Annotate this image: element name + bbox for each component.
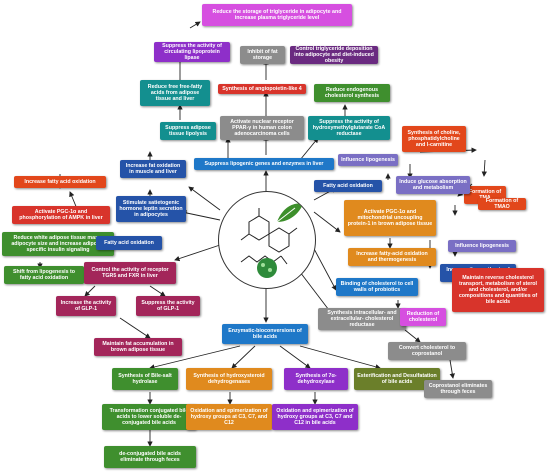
box-increase-fa-ox-left: Increase fatty acid oxidation [14,176,106,188]
box-reduce-ffa: Reduce free free-fatty acids from adipos… [140,80,210,106]
box-bile-salt-hydrolase: Synthesis of Bile-salt hydrolase [112,368,178,390]
box-reduce-storage: Reduce the storage of triglyceride in ad… [202,4,352,26]
box-reduction-cholesterol: Reduction of cholesterol [400,308,446,326]
box-shift-lipogenesis: Shift from lipogenesis to fatty acid oxi… [4,266,84,284]
box-increase-fa-ox-thermo: Increase fatty-acid oxidation and thermo… [348,248,436,266]
box-influence-lipogenesis-top: Influence lipogenesis [338,154,398,166]
box-enzymatic-bioconversions: Enzymatic-bioconversions of bile acids [222,324,308,344]
box-activate-pgc-ampk: Activate PGC-1α and phosphorylation of A… [12,206,110,224]
bacteria-icon [257,258,277,278]
box-increase-glp1: Increase the activity of GLP-1 [56,296,116,316]
box-dehydroxylase: Synthesis of 7α-dehydroxylase [284,368,348,390]
box-deconjugated-eliminate: de-conjugated bile acids eliminate throu… [104,446,196,468]
box-induce-glucose: Induce glucose absorption and metabolism [396,176,470,194]
box-suppress-adipose-lipolysis: Suppress adipose tissue lipolysis [160,122,216,140]
box-angiopoietin: Synthesis of angiopoietin-like 4 [218,84,306,94]
center-circle [218,191,316,289]
box-maintain-reverse: Maintain reverse cholesterol transport, … [452,268,544,312]
box-control-tgr5: Control the activity of receptor TGR5 an… [84,262,176,284]
box-maintain-fat-brown: Maintain fat accumulation in brown adipo… [94,338,182,356]
box-oxidation-c3: Oxidation and epimerization of hydroxy g… [186,404,272,430]
box-reduce-endogenous: Reduce endogenous cholesterol synthesis [314,84,390,102]
box-fa-oxidation-right: Fatty acid oxidation [314,180,382,192]
box-esterification: Esterification and Desulfatation of bile… [354,368,440,390]
box-stimulate-leptin: Stimulate satietogenic hormone leptin se… [116,196,186,222]
box-control-triglyceride: Control triglyceride deposition into adi… [290,46,378,64]
box-binding-cholesterol: Binding of cholesterol to cell walls of … [336,278,418,296]
box-coprostanol-eliminates: Coprostanol eliminates through feces [424,380,492,398]
box-reduce-white: Reduce white adipose tissue mass, adipoc… [2,232,114,256]
molecule-icon [240,208,298,265]
box-activate-ppar: Activate nuclear receptor PPAR-γ in huma… [220,116,304,140]
box-influence-lipogenesis-right: Influence lipogenesis [448,240,516,252]
box-choline: Synthesis of choline, phosphatidylcholin… [402,126,466,152]
box-hydroxysteroid: Synthesis of hydroxysteroid dehydrogenas… [186,368,272,390]
box-suppress-lipoprotein-lipase: Suppress the activity of circulating lip… [154,42,230,62]
box-increase-fat-ox-muscle: Increase fat oxidation in muscle and liv… [120,160,186,178]
box-suppress-hmg: Suppress the activity of hydroxymethylgl… [308,116,390,140]
box-fa-oxidation-left: Fatty acid oxidation [96,236,162,250]
box-activate-pgc-brown: Activate PGC-1α and mitochondrial uncoup… [344,200,436,236]
box-convert-coprostanol: Convert cholesterol to coprostanol [388,342,466,360]
box-formation-tmao: Formation of TMAO [478,198,526,210]
box-oxidation-c3-bile: Oxidation and epimerization of hydroxy g… [272,404,358,430]
plant-leaves-icon [276,203,303,223]
box-transformation: Transformation conjugated bile acids to … [102,404,196,430]
box-inhibit-fat-storage: Inhibit of fat storage [240,46,285,64]
box-synthesis-reductase: Synthesis intracellular- and extracellul… [318,308,406,330]
box-suppress-lipogenic: Suppress lipogenic genes and enzymes in … [194,158,334,170]
box-suppress-glp1: Suppress the activity of GLP-1 [136,296,200,316]
